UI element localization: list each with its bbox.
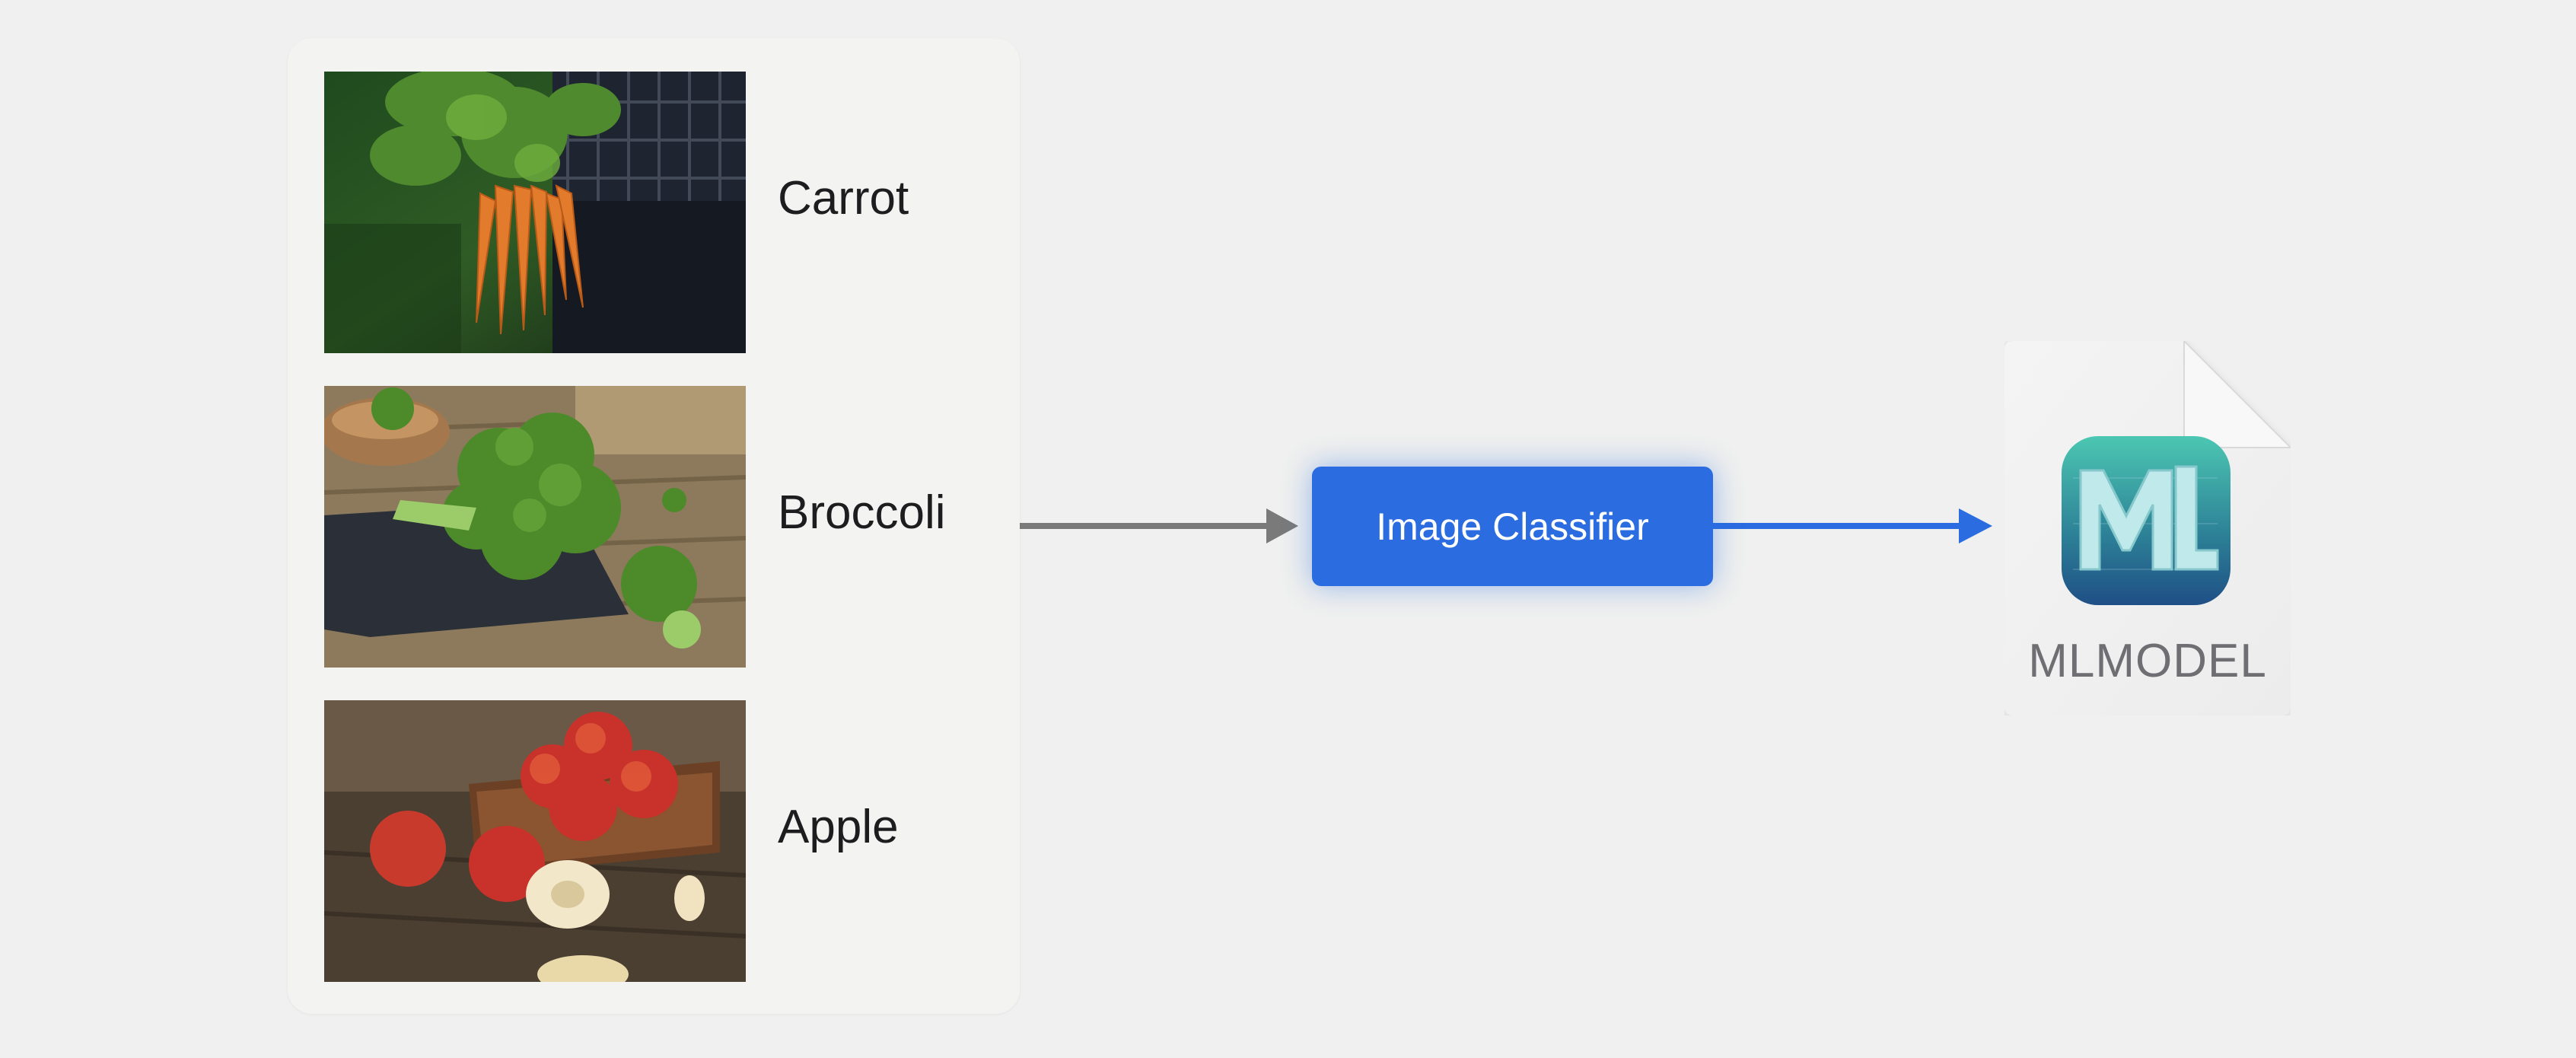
ml-model-icon xyxy=(2062,436,2231,605)
image-classifier-box: Image Classifier xyxy=(1312,467,1713,586)
mlmodel-file-icon: MLMODEL xyxy=(2004,339,2293,715)
output-arrow xyxy=(1713,508,1992,543)
carrot-label: Carrot xyxy=(778,172,909,225)
carrot-image xyxy=(324,72,746,353)
apple-label: Apple xyxy=(778,801,899,853)
mlmodel-label: MLMODEL xyxy=(2028,635,2267,687)
broccoli-image xyxy=(324,386,746,668)
training-data-panel: Carrot xyxy=(288,38,1020,1014)
training-item-carrot: Carrot xyxy=(324,72,994,353)
broccoli-label: Broccoli xyxy=(778,486,946,539)
training-item-broccoli: Broccoli xyxy=(324,386,994,668)
apple-image xyxy=(324,700,746,982)
training-item-apple: Apple xyxy=(324,700,994,982)
input-arrow xyxy=(1020,508,1298,543)
